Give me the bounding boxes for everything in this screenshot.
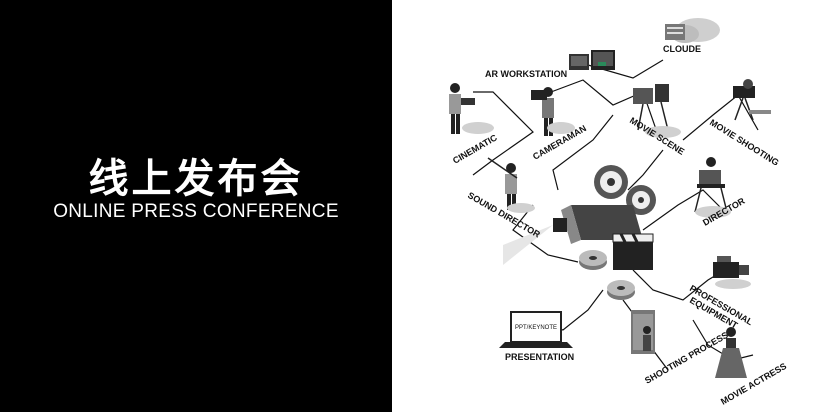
banner-title-english: ONLINE PRESS CONFERENCE xyxy=(53,201,339,222)
workstation-icon xyxy=(569,50,615,70)
projector-icon xyxy=(503,165,656,265)
film-reels-icon xyxy=(579,250,635,300)
shooting-process-icon xyxy=(631,310,655,354)
cinematic-person-icon xyxy=(449,83,494,134)
banner-panel: 线上发布会 ONLINE PRESS CONFERENCE xyxy=(0,0,392,412)
movie-actress-icon xyxy=(715,327,747,378)
label-sound-director: SOUND DIRECTOR xyxy=(466,190,542,240)
cameraman-icon xyxy=(531,87,575,136)
movie-camera-icon xyxy=(733,79,771,121)
label-ppt-keynote: PPT/KEYNOTE xyxy=(515,325,557,331)
label-movie-shooting: MOVIE SHOOTING xyxy=(708,117,781,168)
laptop-icon xyxy=(499,311,573,348)
cloud-icon xyxy=(665,18,720,43)
clapperboard-icon xyxy=(612,233,654,270)
label-cloude: CLOUDE xyxy=(663,44,701,54)
banner-title-chinese: 线上发布会 xyxy=(88,156,304,202)
label-presentation: PRESENTATION xyxy=(505,352,574,362)
label-movie-scene: MOVIE SCENE xyxy=(628,115,686,157)
movie-scene-icon xyxy=(633,84,681,138)
director-icon xyxy=(694,157,731,218)
sound-director-icon xyxy=(487,157,535,213)
professional-camera-icon xyxy=(713,256,751,289)
label-ar-workstation: AR WORKSTATION xyxy=(485,69,567,79)
film-production-illustration: CLOUDE AR WORKSTATION CINEMATIC CAMERAMA… xyxy=(449,18,788,407)
